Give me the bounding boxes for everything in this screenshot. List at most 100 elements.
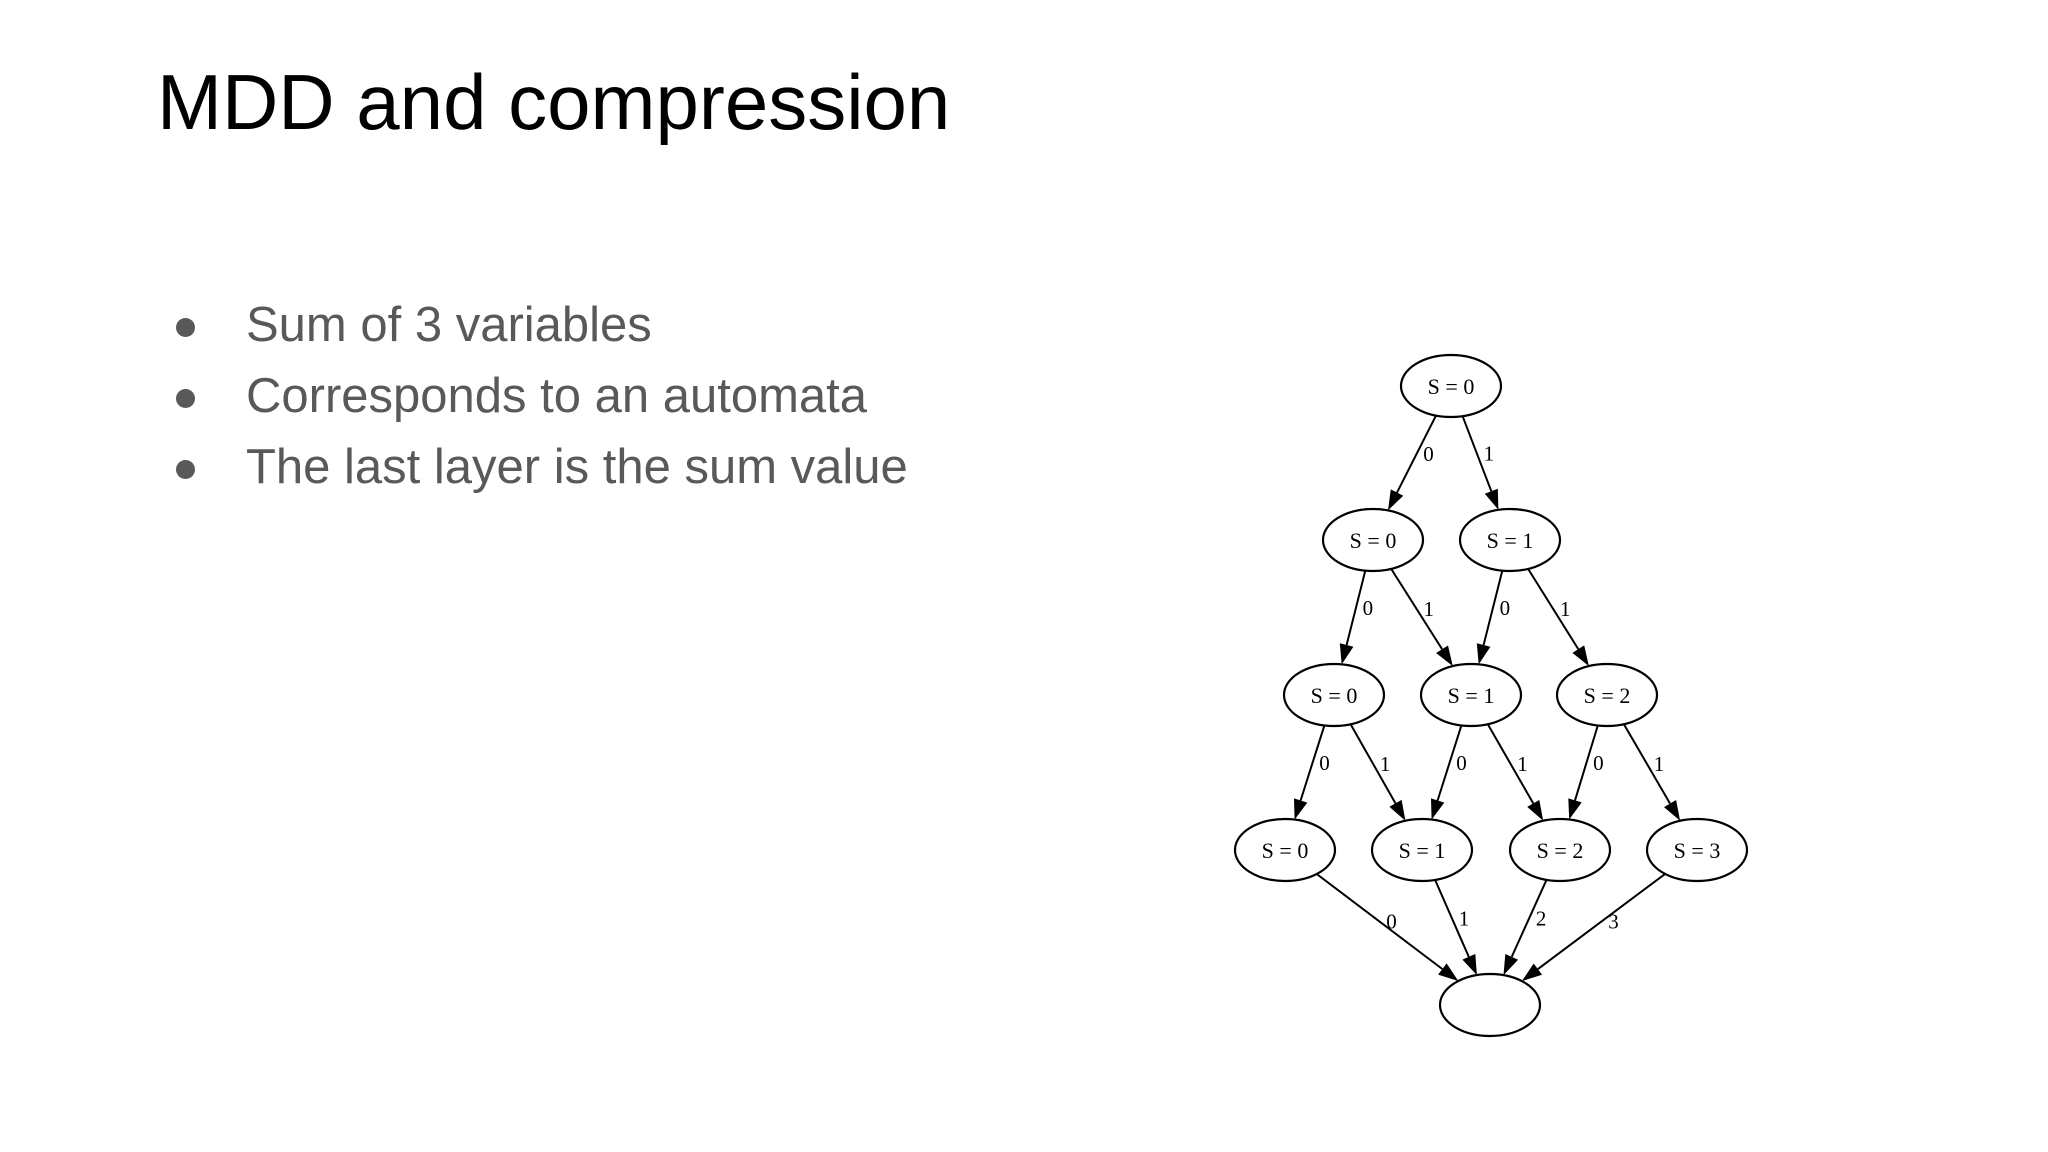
arrow-head-icon bbox=[1568, 798, 1582, 820]
edge-line bbox=[1434, 879, 1470, 958]
edge-line bbox=[1396, 415, 1437, 494]
mdd-node: S = 0 bbox=[1282, 662, 1386, 728]
edge-line bbox=[1436, 725, 1463, 801]
edge-layer: 0 1 0 1 0 1 0 1 0 1 0 1 0 1 2 3 bbox=[1294, 415, 1681, 982]
arrow-head-icon bbox=[1664, 800, 1681, 821]
arrow-head-icon bbox=[1484, 488, 1499, 510]
edge-line bbox=[1486, 723, 1535, 804]
node-ellipse bbox=[1555, 662, 1659, 728]
bullet-text: Corresponds to an automata bbox=[246, 369, 868, 423]
edge-label: 1 bbox=[1654, 752, 1665, 776]
slide-title: MDD and compression bbox=[157, 58, 951, 146]
edge: 1 bbox=[1623, 723, 1681, 821]
edge-label: 0 bbox=[1386, 910, 1397, 934]
node-ellipse bbox=[1419, 662, 1523, 728]
arrow-head-icon bbox=[1521, 963, 1543, 982]
mdd-node: S = 0 bbox=[1321, 507, 1425, 573]
arrow-head-icon bbox=[1503, 954, 1519, 976]
mdd-node: S = 3 bbox=[1645, 817, 1749, 883]
edge: 1 bbox=[1486, 723, 1544, 821]
node-label: S = 2 bbox=[1537, 838, 1584, 863]
edge-label: 0 bbox=[1456, 751, 1467, 775]
bullet-dot-icon bbox=[176, 460, 195, 479]
arrow-head-icon bbox=[1389, 799, 1406, 821]
edge: 0 bbox=[1316, 873, 1459, 981]
edge-line bbox=[1623, 723, 1671, 805]
edge-label: 0 bbox=[1319, 751, 1330, 775]
mdd-node: S = 1 bbox=[1419, 662, 1523, 728]
edge-line bbox=[1390, 568, 1443, 650]
arrow-head-icon bbox=[1462, 954, 1477, 976]
node-label: S = 1 bbox=[1448, 683, 1495, 708]
node-ellipse bbox=[1321, 507, 1425, 573]
edge: 1 bbox=[1461, 415, 1499, 510]
node-label: S = 2 bbox=[1584, 683, 1631, 708]
edge: 0 bbox=[1388, 415, 1437, 511]
bullet-text: Sum of 3 variables bbox=[246, 298, 652, 352]
edge: 0 bbox=[1294, 725, 1330, 820]
edge-line bbox=[1482, 570, 1504, 646]
mdd-node: S = 2 bbox=[1555, 662, 1659, 728]
arrow-head-icon bbox=[1388, 489, 1404, 511]
mdd-node: S = 0 bbox=[1399, 353, 1503, 419]
edge-label: 1 bbox=[1517, 752, 1528, 776]
edge-line bbox=[1510, 879, 1548, 958]
arrow-head-icon bbox=[1572, 645, 1589, 667]
edge: 0 bbox=[1339, 570, 1374, 665]
arrow-head-icon bbox=[1339, 643, 1354, 665]
edge: 2 bbox=[1503, 879, 1548, 976]
node-label: S = 0 bbox=[1311, 683, 1358, 708]
mdd-node: S = 0 bbox=[1233, 817, 1337, 883]
bullet-dot-icon bbox=[176, 389, 195, 408]
edge-line bbox=[1461, 415, 1493, 492]
edge-line bbox=[1349, 723, 1397, 804]
edge-line bbox=[1316, 873, 1443, 970]
edge-label: 3 bbox=[1608, 910, 1619, 934]
edge-label: 1 bbox=[1459, 906, 1470, 930]
edge: 0 bbox=[1568, 725, 1604, 820]
edge: 1 bbox=[1527, 568, 1589, 667]
arrow-head-icon bbox=[1294, 798, 1308, 820]
edge-label: 1 bbox=[1423, 597, 1434, 621]
arrow-head-icon bbox=[1527, 800, 1544, 821]
edge-label: 1 bbox=[1380, 752, 1391, 776]
edge-label: 2 bbox=[1536, 906, 1547, 930]
edge-label: 1 bbox=[1484, 442, 1495, 466]
node-label: S = 3 bbox=[1674, 838, 1721, 863]
edge: 0 bbox=[1431, 725, 1467, 820]
bullet-dot-icon bbox=[176, 318, 195, 337]
edge-line bbox=[1527, 568, 1580, 650]
node-ellipse bbox=[1645, 817, 1749, 883]
edge-line bbox=[1574, 725, 1599, 801]
arrow-head-icon bbox=[1438, 963, 1459, 981]
node-label: S = 0 bbox=[1262, 838, 1309, 863]
node-ellipse bbox=[1399, 353, 1503, 419]
arrow-head-icon bbox=[1436, 645, 1453, 667]
arrow-head-icon bbox=[1431, 798, 1445, 820]
edge: 1 bbox=[1434, 879, 1477, 976]
edge: 1 bbox=[1349, 723, 1406, 821]
edge: 3 bbox=[1521, 873, 1666, 982]
edge-line bbox=[1345, 570, 1367, 646]
node-layer: S = 0 S = 0 S = 1 S = 0 S = 1 S = 2 S = 0 S = 1… bbox=[1233, 353, 1749, 1038]
edge-line bbox=[1299, 725, 1326, 801]
bullet-text: The last layer is the sum value bbox=[246, 440, 908, 494]
edge-label: 1 bbox=[1560, 597, 1571, 621]
edge-line bbox=[1537, 873, 1666, 970]
node-ellipse bbox=[1370, 817, 1474, 883]
node-label: S = 1 bbox=[1399, 838, 1446, 863]
mdd-sink-node bbox=[1438, 972, 1542, 1038]
node-label: S = 0 bbox=[1350, 528, 1397, 553]
mdd-node: S = 1 bbox=[1370, 817, 1474, 883]
node-ellipse bbox=[1438, 972, 1542, 1038]
arrow-head-icon bbox=[1476, 643, 1491, 665]
node-label: S = 1 bbox=[1487, 528, 1534, 553]
edge-label: 0 bbox=[1363, 596, 1374, 620]
mdd-node: S = 2 bbox=[1508, 817, 1612, 883]
edge: 0 bbox=[1476, 570, 1510, 665]
node-ellipse bbox=[1282, 662, 1386, 728]
node-label: S = 0 bbox=[1428, 374, 1475, 399]
node-ellipse bbox=[1508, 817, 1612, 883]
edge-label: 0 bbox=[1423, 442, 1434, 466]
